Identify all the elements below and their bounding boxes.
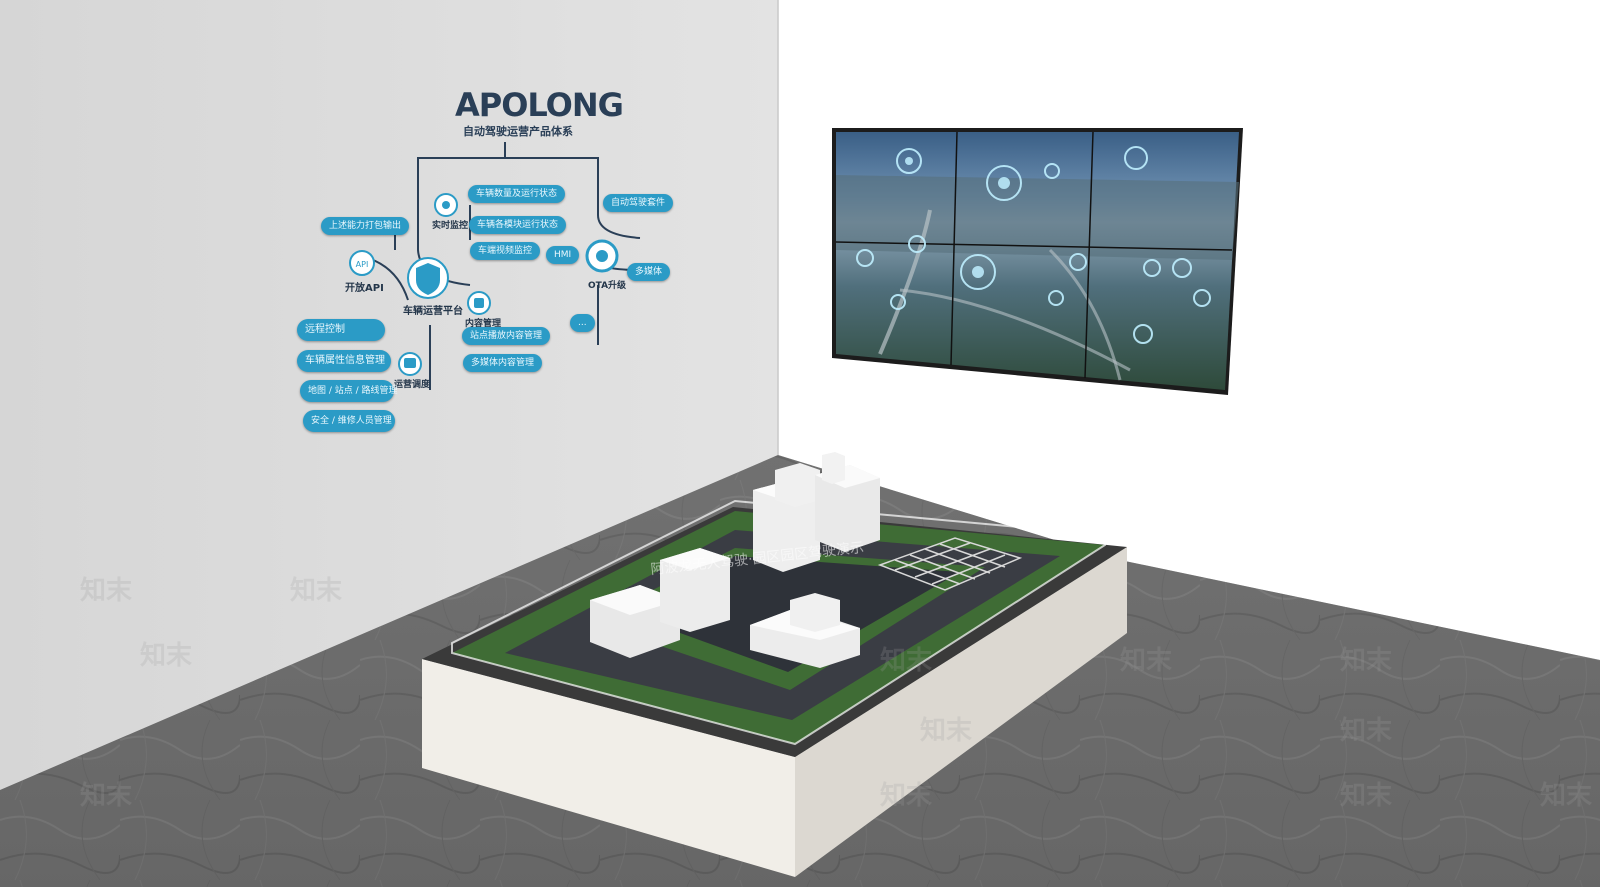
pill-remote-control: 远程控制: [297, 319, 385, 341]
watermark: 知末: [1340, 646, 1393, 676]
pill-multimedia: 多媒体: [627, 263, 671, 281]
node-realtime-monitor: 实时监控: [432, 221, 469, 231]
pill-autodrive-kit: 自动驾驶套件: [603, 194, 674, 212]
node-open-api: 开放API: [345, 283, 384, 294]
pill-capability-output: 上述能力打包输出: [321, 217, 410, 235]
node-dispatch: 运营调度: [394, 380, 431, 390]
watermark: 知末: [920, 716, 973, 746]
watermark: 知末: [1340, 716, 1393, 746]
ota-icon: [585, 239, 619, 273]
pill-vehicle-info: 车辆属性信息管理: [297, 350, 391, 372]
watermark: 知末: [80, 781, 133, 811]
brand-subtitle: 自动驾驶运营产品体系: [463, 125, 573, 138]
node-ota: OTA升级: [588, 281, 627, 291]
pill-station-content: 站点播放内容管理: [462, 327, 551, 345]
shield-icon: [407, 257, 449, 299]
pill-video-monitor: 车端视频监控: [470, 242, 541, 260]
pill-module-status: 车辆各模块运行状态: [469, 216, 567, 234]
watermark: 知末: [880, 646, 933, 676]
watermark: 知末: [880, 781, 933, 811]
pill-vehicle-count: 车辆数量及运行状态: [468, 185, 566, 203]
api-icon: API: [349, 250, 375, 276]
svg-text:API: API: [356, 260, 369, 269]
brand-logo: APOLONG: [455, 86, 624, 124]
monitor-icon: [434, 193, 458, 217]
pill-hmi: HMI: [546, 246, 580, 264]
watermark: 知末: [1340, 781, 1393, 811]
pill-more: ...: [570, 314, 595, 332]
pill-staff-manage: 安全 / 维修人员管理: [303, 410, 395, 432]
node-content-manage: 内容管理: [465, 319, 502, 329]
watermark: 知末: [290, 576, 343, 606]
watermark: 知末: [80, 576, 133, 606]
city-model: [451, 452, 1106, 746]
watermark: 知末: [1540, 781, 1593, 811]
pill-map-route: 地图 / 站点 / 路线管理: [300, 380, 398, 402]
watermark: 知末: [1120, 646, 1173, 676]
watermark: 知末: [140, 641, 193, 671]
content-icon: [467, 291, 491, 315]
video-wall: [832, 128, 1243, 395]
node-vehicle-platform: 车辆运营平台: [403, 306, 463, 317]
pill-multimedia-content: 多媒体内容管理: [463, 354, 543, 372]
bus-icon: [398, 352, 422, 376]
